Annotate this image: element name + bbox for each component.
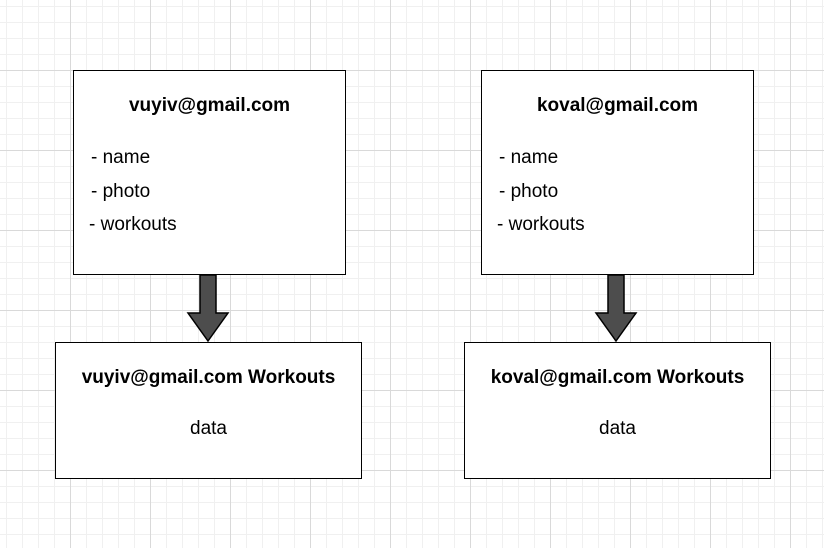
- down-arrow-icon: [594, 275, 638, 343]
- user-email-title: koval@gmail.com: [536, 95, 699, 116]
- workouts-title: vuyiv@gmail.com Workouts: [81, 367, 336, 388]
- arrow-shape: [594, 275, 638, 343]
- user-box-koval[interactable]: koval@gmail.com - name - photo - workout…: [481, 70, 754, 275]
- workouts-title: koval@gmail.com Workouts: [490, 367, 745, 388]
- field-workouts: - workouts: [497, 214, 585, 235]
- workouts-data: data: [190, 418, 227, 439]
- field-photo: - photo: [91, 181, 151, 202]
- user-box-vuyiv[interactable]: vuyiv@gmail.com - name - photo - workout…: [73, 70, 346, 275]
- workouts-box-koval[interactable]: koval@gmail.com Workouts data: [464, 342, 771, 479]
- field-name: - name: [499, 147, 559, 168]
- arrow-shape: [186, 275, 230, 343]
- workouts-box-vuyiv[interactable]: vuyiv@gmail.com Workouts data: [55, 342, 362, 479]
- field-photo: - photo: [499, 181, 559, 202]
- field-workouts: - workouts: [89, 214, 177, 235]
- down-arrow-icon: [186, 275, 230, 343]
- workouts-data: data: [599, 418, 636, 439]
- field-name: - name: [91, 147, 151, 168]
- user-email-title: vuyiv@gmail.com: [128, 95, 291, 116]
